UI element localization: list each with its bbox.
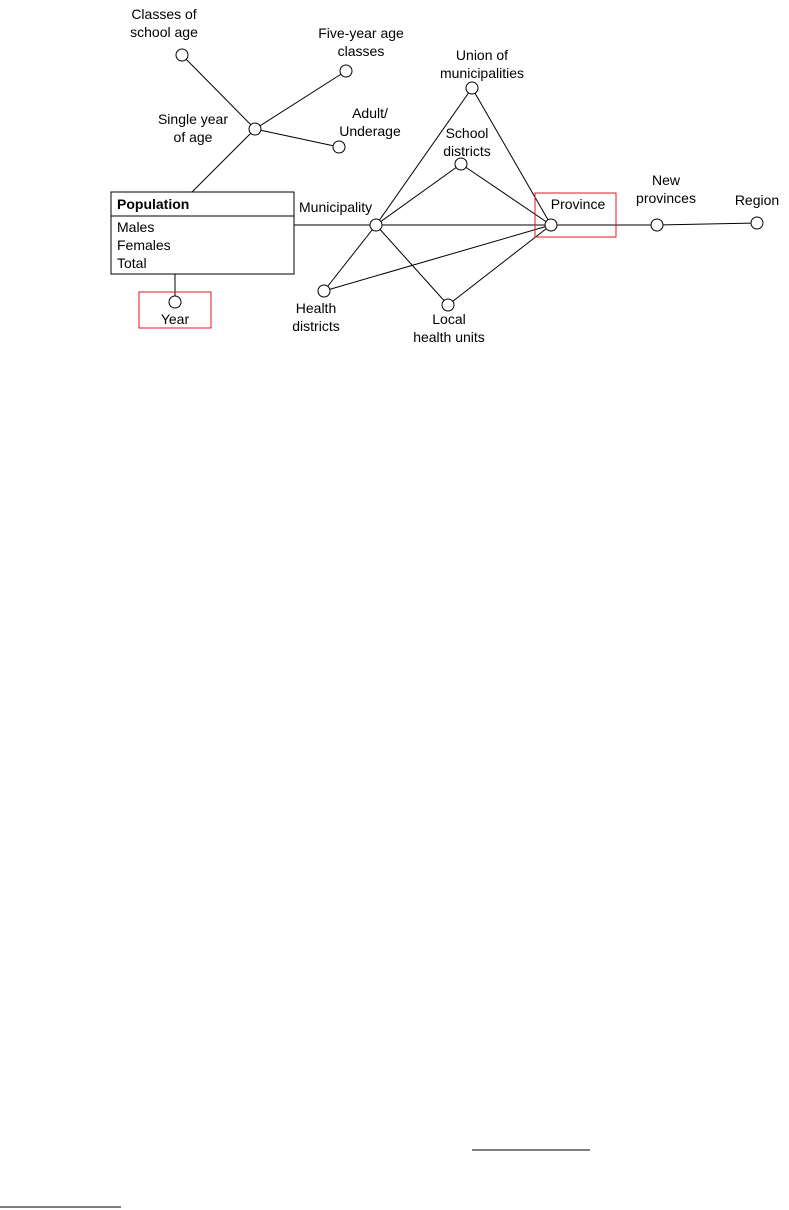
edge-single-year-adult-underage bbox=[255, 129, 339, 147]
node-municipality bbox=[370, 219, 382, 231]
node-province bbox=[545, 219, 557, 231]
label-local-health-units-line2: health units bbox=[413, 329, 485, 345]
label-municipality: Municipality bbox=[299, 199, 372, 215]
node-five-year-age-classes bbox=[340, 65, 352, 77]
label-local-health-units-line1: Local bbox=[432, 311, 465, 327]
label-single-year-of-age-line1: Single year bbox=[158, 111, 228, 127]
edge-single-year-five-year-classes bbox=[255, 71, 346, 129]
label-five-year-age-classes-line2: classes bbox=[338, 43, 385, 59]
edge-municipality-health-districts bbox=[324, 225, 376, 291]
label-new-provinces-line2: provinces bbox=[636, 190, 696, 206]
node-local-health-units bbox=[442, 299, 454, 311]
diagram-labels: Year Single year of age Classes of schoo… bbox=[130, 6, 779, 345]
node-region bbox=[751, 217, 763, 229]
node-classes-of-school-age bbox=[176, 49, 188, 61]
fact-measure-females: Females bbox=[117, 237, 171, 253]
label-five-year-age-classes-line1: Five-year age bbox=[318, 25, 404, 41]
label-adult-underage-line2: Underage bbox=[339, 123, 401, 139]
label-classes-of-school-age-line2: school age bbox=[130, 24, 198, 40]
label-province: Province bbox=[551, 196, 606, 212]
node-year bbox=[169, 296, 181, 308]
fact-title: Population bbox=[117, 196, 189, 212]
label-new-provinces-line1: New bbox=[652, 172, 681, 188]
node-union-of-municipalities bbox=[466, 82, 478, 94]
label-adult-underage-line1: Adult/ bbox=[352, 105, 388, 121]
edge-municipality-school-districts bbox=[376, 164, 461, 225]
label-region: Region bbox=[735, 192, 779, 208]
label-union-of-municipalities-line1: Union of bbox=[456, 47, 508, 63]
node-school-districts bbox=[455, 158, 467, 170]
node-health-districts bbox=[318, 285, 330, 297]
edge-health-districts-province bbox=[324, 225, 551, 291]
edge-new-provinces-region bbox=[657, 223, 757, 225]
node-new-provinces bbox=[651, 219, 663, 231]
node-single-year-of-age bbox=[249, 123, 261, 135]
label-classes-of-school-age-line1: Classes of bbox=[131, 6, 196, 22]
fact-population: Population Males Females Total bbox=[111, 192, 294, 274]
node-adult-underage bbox=[333, 141, 345, 153]
edge-school-districts-province bbox=[461, 164, 551, 225]
label-year: Year bbox=[161, 311, 190, 327]
label-health-districts-line2: districts bbox=[292, 318, 339, 334]
label-school-districts-line2: districts bbox=[443, 143, 490, 159]
label-school-districts-line1: School bbox=[446, 125, 489, 141]
label-health-districts-line1: Health bbox=[296, 300, 336, 316]
fact-measure-males: Males bbox=[117, 219, 154, 235]
label-union-of-municipalities-line2: municipalities bbox=[440, 65, 524, 81]
fact-measure-total: Total bbox=[117, 255, 147, 271]
label-single-year-of-age-line2: of age bbox=[174, 129, 213, 145]
